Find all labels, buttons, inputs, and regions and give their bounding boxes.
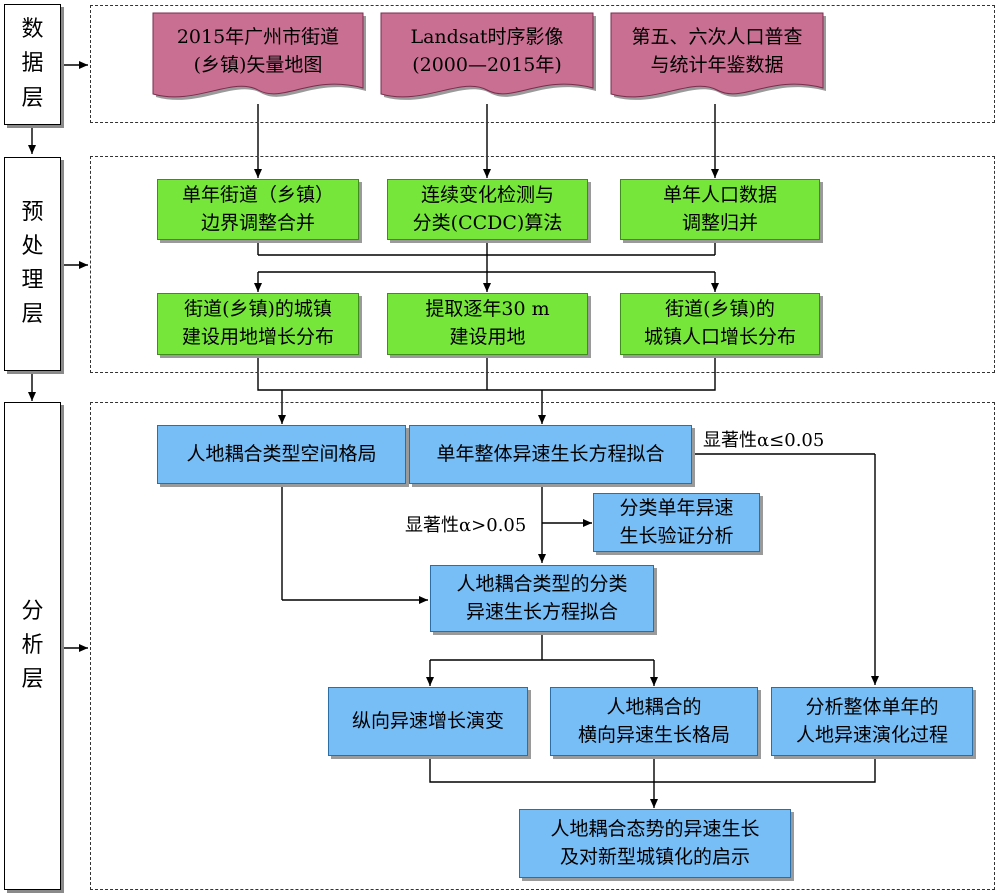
overall-fit-box: 单年整体异速生长方程拟合 [409,425,692,484]
conclusion-box: 人地耦合态势的异速生长 及对新型城镇化的启示 [519,809,791,878]
data-layer-frame [90,5,995,123]
urban-pop-dist-box: 街道(乡镇)的 城镇人口增长分布 [620,293,820,355]
horizontal-pattern-box: 人地耦合的 横向异速生长格局 [550,687,758,756]
ccdc-box: 连续变化检测与 分类(CCDC)算法 [387,179,588,240]
classified-verify-box: 分类单年异速 生长验证分析 [593,493,760,552]
layer-label-analysis: 分析层 [4,402,61,890]
layer-label-analysis-text: 分析层 [21,598,44,693]
spatial-pattern-box: 人地耦合类型空间格局 [157,425,406,484]
source-census-shape [610,12,824,98]
layer-label-preprocess-text: 预处理层 [21,199,44,328]
layer-label-data-text: 数据层 [21,17,44,111]
source-landsat: Landsat时序影像 (2000—2015年) [410,26,564,76]
source-vector-map: 2015年广州市街道 (乡镇)矢量地图 [176,26,340,76]
population-merge-box: 单年人口数据 调整归并 [620,179,820,240]
source-vector-map-shape [152,12,364,98]
layer-label-preprocess: 预处理层 [4,157,61,371]
source-census: 第五、六次人口普查 与统计年鉴数据 [631,26,803,76]
source-shapes [152,12,826,100]
urban-land-dist-box: 街道(乡镇)的城镇 建设用地增长分布 [157,293,359,355]
sig-low-note: 显著性α≤0.05 [703,426,825,452]
vertical-evolution-box: 纵向异速增长演变 [328,687,528,756]
source-landsat-shape [380,12,594,98]
type-fit-box: 人地耦合类型的分类 异速生长方程拟合 [430,565,654,632]
extract-land-box: 提取逐年30 m 建设用地 [387,293,588,355]
overall-process-box: 分析整体单年的 人地异速演化过程 [771,687,973,756]
boundary-merge-box: 单年街道（乡镇） 边界调整合并 [157,179,359,240]
analysis-layer-frame [90,402,995,890]
sig-high-note: 显著性α>0.05 [405,511,527,537]
preprocess-layer-frame [90,156,995,373]
layer-label-data: 数据层 [4,4,61,125]
